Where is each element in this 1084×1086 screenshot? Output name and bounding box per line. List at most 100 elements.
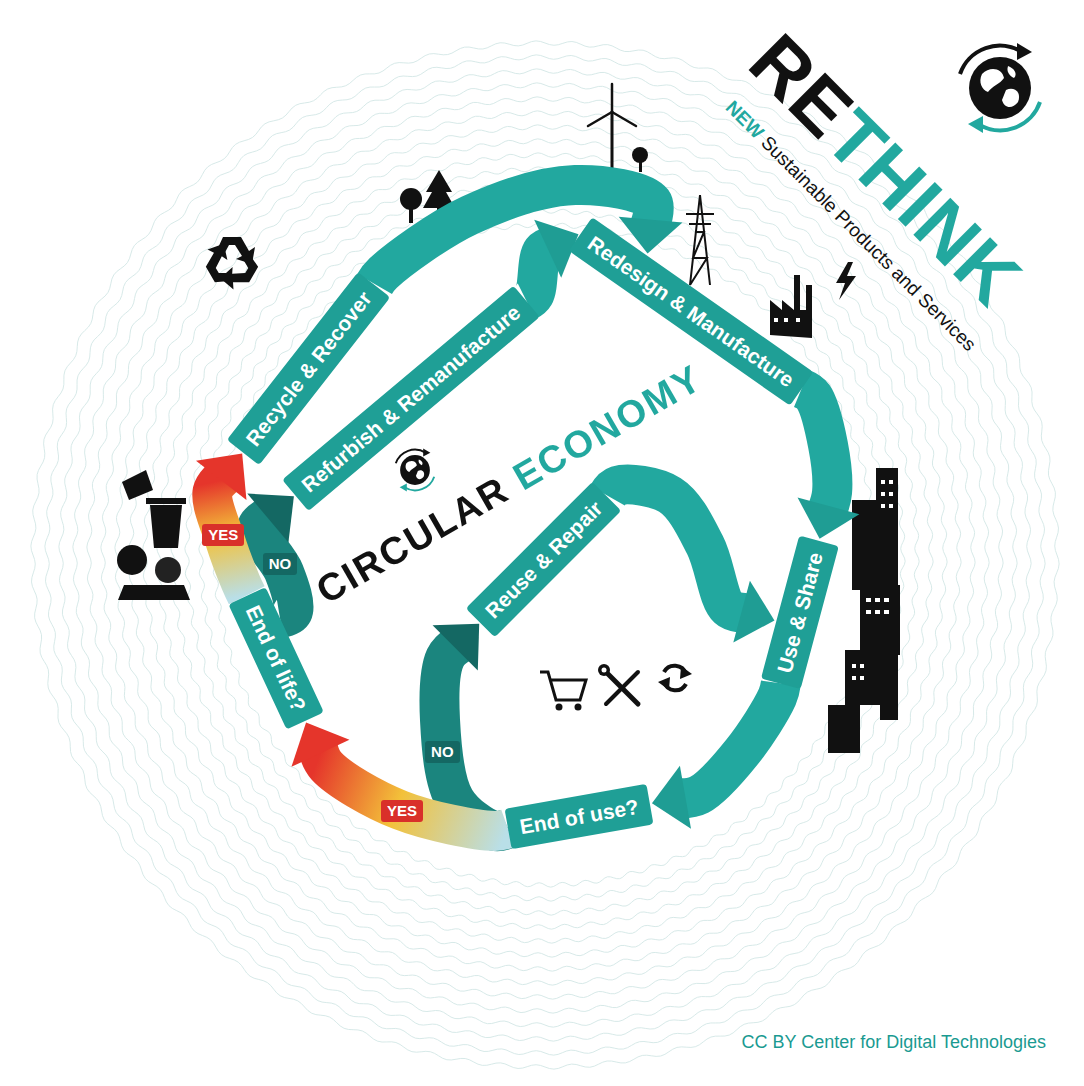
- flow-arrow: [527, 220, 579, 301]
- illustration-shape: [117, 545, 147, 575]
- illustration-shape: [658, 677, 670, 690]
- flow-band-path: [607, 485, 747, 614]
- illustration-shape: [770, 275, 812, 338]
- wave-ring: [171, 181, 919, 929]
- flow-arrow: [607, 485, 774, 643]
- reuse-icons: [540, 664, 692, 711]
- wave-ring: [87, 97, 1003, 1013]
- illustration-shape: [980, 69, 1004, 92]
- caption-group: CC BY Center for Digital Technologies: [742, 1032, 1047, 1054]
- illustration-shape: [155, 557, 181, 583]
- flow-band-path: [527, 246, 554, 301]
- illustration-shape: [845, 650, 880, 705]
- illustration-shape: [1002, 89, 1019, 107]
- illustration-shape: [875, 610, 880, 614]
- illustration-shape: [836, 262, 856, 300]
- illustration-shape: [978, 102, 1040, 130]
- waste-pile: [117, 470, 190, 600]
- band-label: End of life?: [241, 601, 312, 715]
- illustration-shape: [860, 664, 864, 668]
- flow-arrow: [196, 454, 247, 596]
- illustration-shape: [866, 610, 871, 614]
- illustration-shape: [602, 668, 607, 673]
- flow-arrow: [798, 388, 860, 538]
- decision-label: YES: [202, 524, 244, 546]
- arrow-head: [733, 581, 774, 643]
- wave-ring: [101, 111, 989, 999]
- illustration-shape: [146, 498, 186, 504]
- credit-caption: CC BY Center for Digital Technologies: [742, 1032, 1047, 1054]
- flow-band-path: [802, 388, 833, 511]
- arrow-head: [798, 498, 860, 539]
- illustration-shape: [423, 170, 455, 208]
- arrow-head: [291, 722, 349, 766]
- arrow-head: [247, 494, 294, 543]
- wave-ring: [115, 125, 975, 985]
- flow-band-path: [680, 683, 781, 798]
- illustration-shape: [150, 505, 182, 548]
- illustration-shape: [889, 492, 893, 496]
- flow-band: End of life?: [228, 587, 324, 730]
- flow-band: End of use?: [504, 783, 653, 848]
- globe-icon: [396, 448, 434, 491]
- illustration-shape: [880, 640, 898, 720]
- diagram-title: CIRCULAR ECONOMY: [310, 358, 710, 613]
- illustration-shape: [118, 585, 190, 600]
- flow-arrow: [433, 624, 508, 831]
- illustration-shape: [960, 46, 1022, 74]
- illustration-shape: [876, 468, 898, 590]
- illustration-shape: [884, 598, 889, 602]
- illustration-shape: [606, 672, 638, 704]
- illustration-shape: [774, 318, 778, 322]
- illustration-shape: [632, 147, 648, 163]
- illustration-shape: [960, 43, 1040, 133]
- wave-ring: [73, 83, 1017, 1027]
- decision-label: NO: [425, 741, 460, 763]
- globe-logo: [960, 43, 1040, 133]
- wave-ring: [185, 195, 905, 915]
- wind-turbine: [588, 84, 636, 170]
- illustration-shape: [1017, 43, 1032, 60]
- arrow-head: [433, 624, 480, 671]
- wave-ring: [129, 139, 961, 971]
- illustration-shape: [881, 504, 885, 508]
- illustration-shape: [556, 704, 563, 711]
- illustration-shape: [611, 112, 614, 170]
- illustration-shape: [588, 112, 612, 126]
- illustration-shape: [598, 664, 610, 676]
- illustration-shape: [1007, 66, 1015, 78]
- illustration-shape: [969, 57, 1031, 119]
- illustration-shape: [680, 666, 692, 679]
- factory: [770, 262, 856, 338]
- illustration-shape: [575, 704, 582, 711]
- illustration-shape: [540, 672, 586, 700]
- illustration-shape: [968, 116, 983, 133]
- illustration-shape: [881, 492, 885, 496]
- illustration-shape: [606, 672, 638, 704]
- illustration-shape: [852, 664, 856, 668]
- illustration-shape: [852, 676, 856, 680]
- tagline-accent: NEW: [720, 96, 767, 143]
- illustration-shape: [881, 480, 885, 484]
- flow-arrow: [652, 683, 781, 828]
- flow-arrow: [291, 722, 508, 830]
- illustration-shape: [686, 195, 714, 285]
- power-pylon: [686, 195, 714, 285]
- illustration-shape: [612, 112, 636, 126]
- illustration-shape: [122, 470, 153, 500]
- illustration-shape: [889, 480, 893, 484]
- illustration-shape: [796, 318, 800, 322]
- decision-label: YES: [381, 800, 423, 822]
- wave-ring: [157, 167, 933, 943]
- flow-band-path: [440, 644, 508, 832]
- band-label: Use & Share: [772, 549, 828, 675]
- illustration-shape: [611, 84, 614, 112]
- band-label: End of use?: [518, 793, 641, 838]
- illustration-shape: [866, 598, 871, 602]
- wave-ring: [143, 153, 947, 957]
- wave-ring: [199, 209, 891, 901]
- arrow-head: [652, 766, 691, 829]
- flow-band: Use & Share: [761, 535, 839, 688]
